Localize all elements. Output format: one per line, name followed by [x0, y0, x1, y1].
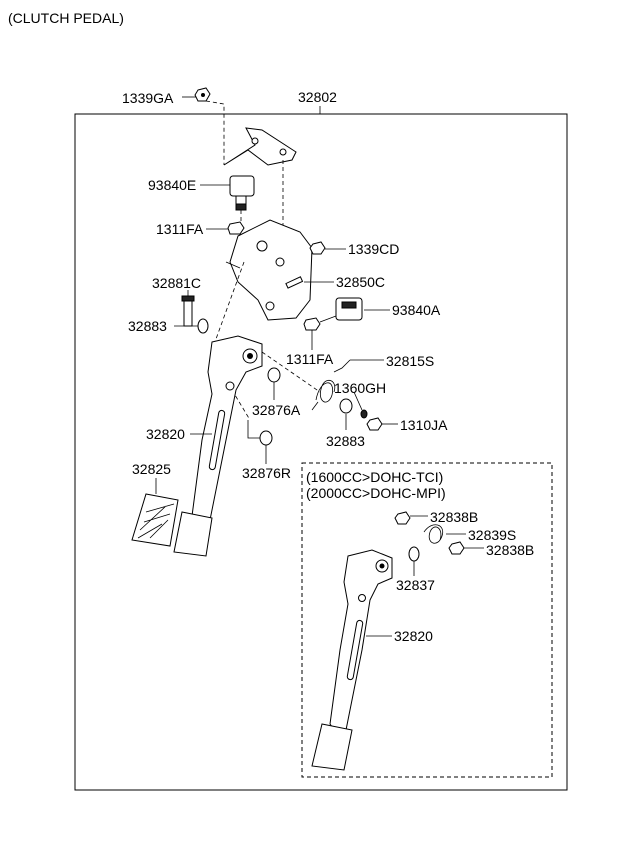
label-32850c: 32850C [336, 274, 386, 290]
nut-1310ja [366, 417, 398, 431]
label-1360gh: 1360GH [334, 380, 387, 396]
label-32883-left: 32883 [128, 318, 167, 334]
label-93840a: 93840A [392, 302, 441, 318]
clip-1360gh [353, 391, 368, 419]
label-32825: 32825 [132, 461, 171, 477]
label-32820-left: 32820 [146, 426, 185, 442]
label-1311fa-mid: 1311FA [286, 351, 334, 367]
assembly-frame [74, 113, 568, 791]
pedal-arm-32820-left [190, 335, 263, 531]
bushing-32883-right [339, 398, 353, 430]
variant-note-1: (1600CC>DOHC-TCI) [306, 469, 444, 485]
label-1339ga: 1339GA [122, 90, 174, 106]
label-32881c: 32881C [152, 275, 202, 291]
label-32838b-top: 32838B [430, 509, 479, 525]
label-32876a: 32876A [252, 402, 301, 418]
pedal-pad [173, 511, 213, 557]
nut-1339ga [182, 87, 211, 102]
label-1339cd: 1339CD [348, 241, 400, 257]
pedal-bracket-32850c [225, 219, 313, 321]
part-32837 [408, 546, 420, 576]
nut-32838b-right [448, 541, 484, 555]
label-32839s: 32839S [468, 527, 517, 543]
label-32883-right: 32883 [326, 433, 365, 449]
label-32837: 32837 [396, 577, 435, 593]
label-32820-right: 32820 [394, 628, 433, 644]
rubber-pad-32825 [131, 478, 179, 547]
bushing-32883-left [174, 318, 209, 334]
bushing-32876r [247, 420, 273, 464]
nut-1339cd [309, 241, 346, 255]
variant-frame [301, 462, 553, 778]
bushing-32876a [267, 367, 281, 400]
page-title: (CLUTCH PEDAL) [8, 10, 124, 26]
switch-93840e [200, 175, 255, 211]
bolt-32881c [181, 290, 195, 327]
mounting-bracket [223, 127, 297, 166]
label-1310ja: 1310JA [400, 417, 448, 433]
nut-1311fa-top [206, 221, 245, 235]
label-32802: 32802 [298, 89, 337, 105]
nut-32838b-top [394, 511, 428, 525]
label-93840e: 93840E [148, 177, 197, 193]
variant-note-2: (2000CC>DOHC-MPI) [306, 485, 446, 501]
pedal-arm-32820-right [311, 549, 393, 771]
label-32815s: 32815S [386, 353, 435, 369]
spring-32839s [423, 524, 466, 544]
label-32838b-right: 32838B [486, 542, 535, 558]
nut-1311fa-mid [303, 317, 321, 350]
label-32876r: 32876R [242, 465, 292, 481]
label-1311fa-top: 1311FA [156, 221, 204, 237]
switch-93840a [319, 297, 390, 323]
spring-32815s [311, 359, 384, 411]
